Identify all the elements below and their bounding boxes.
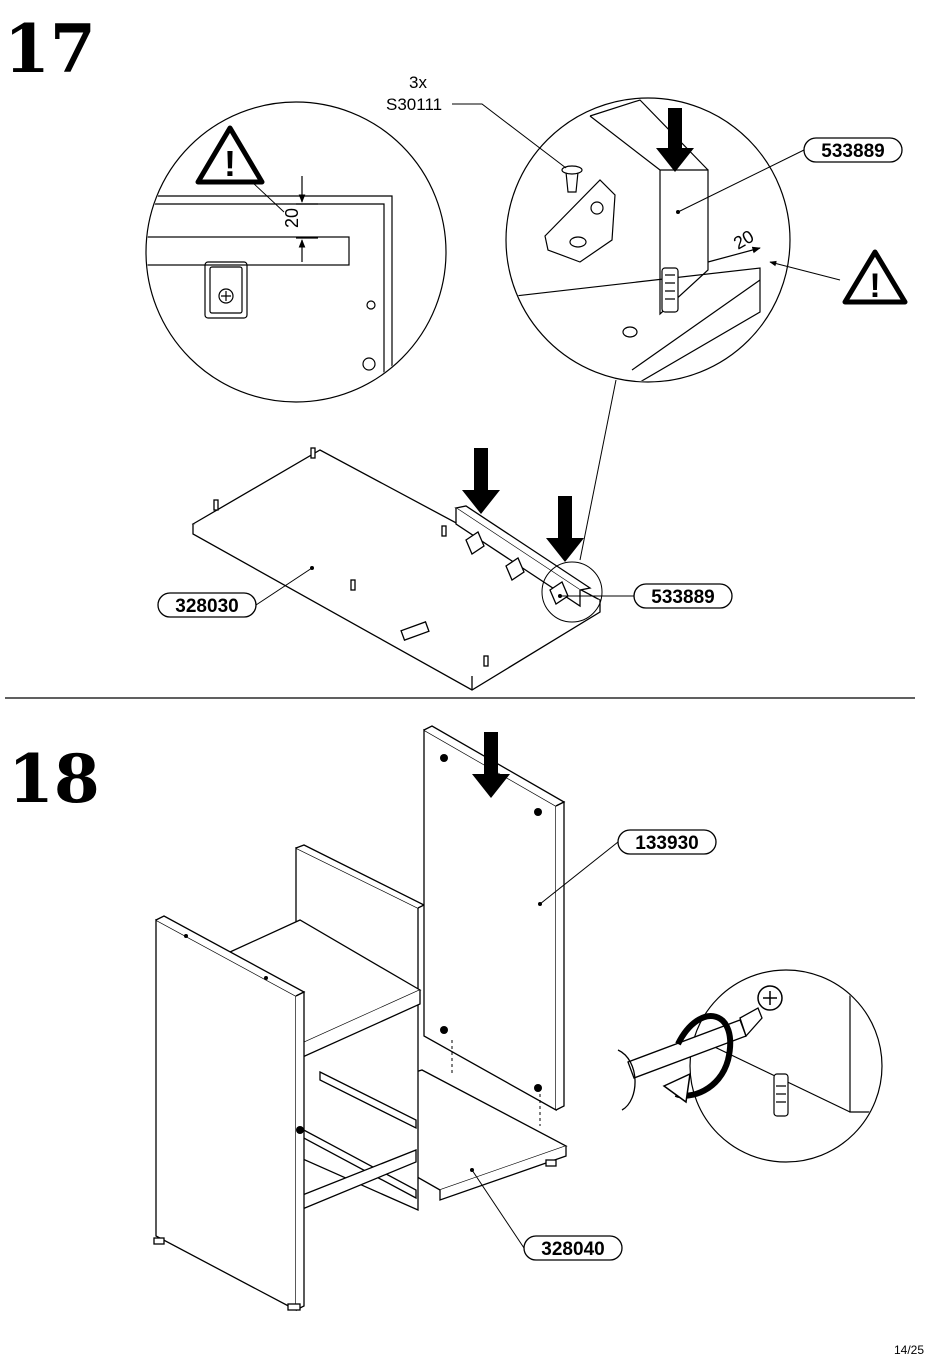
- part-label-base: 328030: [175, 596, 238, 617]
- detail-circle-left: ! 20: [145, 101, 447, 403]
- part-label-upper: 533889: [821, 141, 884, 162]
- page-number: 14/25: [894, 1343, 924, 1357]
- part-label-bottom: 328040: [541, 1239, 604, 1260]
- part-callout: 328030: [157, 566, 314, 618]
- panel-holes: [184, 754, 542, 1134]
- warning-icon: !: [195, 125, 265, 185]
- down-arrow-icon: [472, 732, 510, 798]
- dowel-guides: [451, 1040, 541, 1126]
- part-label-side: 133930: [635, 833, 698, 854]
- svg-text:!: !: [869, 267, 880, 305]
- dimension-label-left: 20: [282, 208, 302, 228]
- down-arrow-icon: [656, 108, 694, 172]
- part-callout: 533889: [558, 583, 733, 609]
- screwdriver-detail-circle: [617, 969, 883, 1163]
- warning-icon: !: [842, 249, 908, 305]
- svg-text:!: !: [224, 143, 236, 184]
- part-label-lower: 533889: [651, 587, 714, 608]
- detail-circle-right: 20: [505, 97, 791, 383]
- down-arrow-icon: [546, 496, 584, 562]
- cabinet-assembly: [153, 725, 568, 1312]
- base-panel-assembly: [191, 447, 602, 691]
- hardware-quantity: 3x: [409, 73, 427, 92]
- part-callout: 133930: [538, 829, 717, 906]
- down-arrow-icon: [462, 448, 500, 514]
- hardware-code: S30111: [386, 95, 442, 114]
- step-number: 18: [8, 740, 100, 818]
- step-number: 17: [4, 10, 96, 88]
- part-callout: 328040: [470, 1168, 623, 1261]
- part-callout: 533889: [676, 137, 903, 214]
